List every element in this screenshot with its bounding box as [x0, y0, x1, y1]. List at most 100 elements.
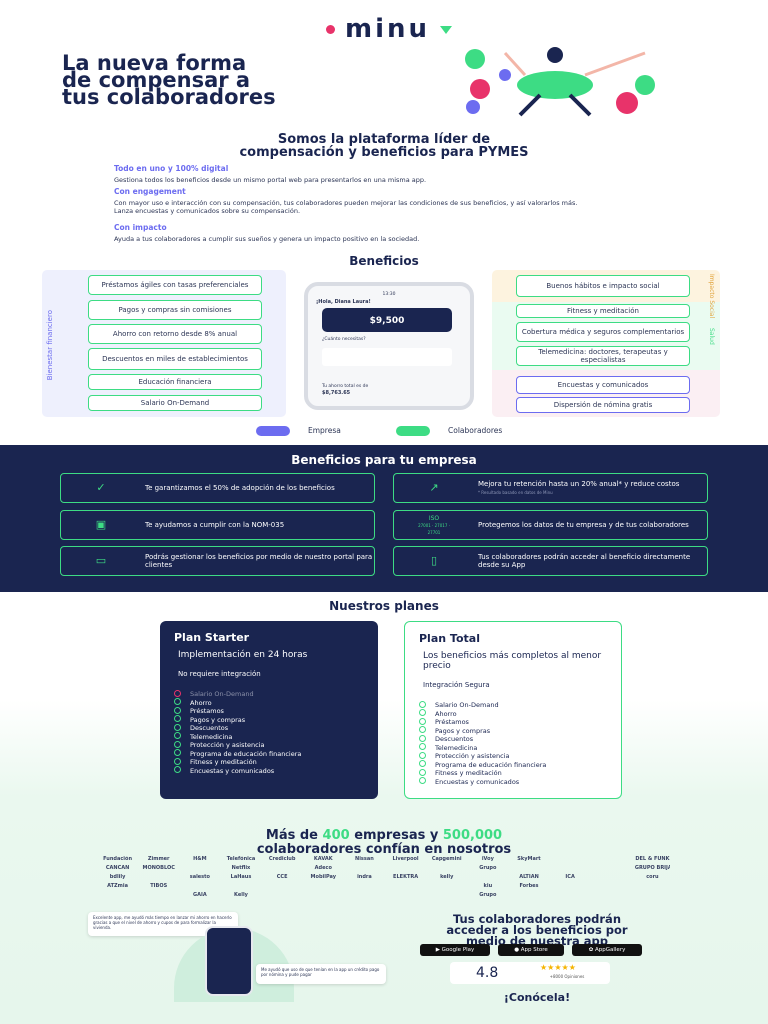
- review-card-2: Me ayudó que uso de que tenían en la app…: [256, 964, 386, 984]
- client-logo: CANCAN: [105, 865, 130, 871]
- plan-item: Préstamos: [174, 706, 364, 716]
- logo-dot-icon: [325, 25, 335, 34]
- client-logo: MobilPay: [310, 874, 336, 880]
- stars-icon: ★★★★★: [540, 963, 576, 972]
- plan-starter-name: Plan Starter: [174, 631, 250, 644]
- cart-icon: [616, 92, 638, 114]
- client-logo: iVoy: [481, 856, 494, 862]
- hero-title: La nueva forma de compensar a tus colabo…: [62, 51, 276, 109]
- client-logo: Netflix: [231, 865, 251, 871]
- app-phone: [205, 926, 253, 996]
- client-logo: [306, 892, 341, 898]
- phone-greeting: ¡Hola, Diana Laura!: [316, 299, 371, 305]
- check-icon: [419, 751, 426, 759]
- benefits-right-panel: Impacto Social Salud Buenos hábitos e im…: [492, 270, 720, 417]
- client-logo: ICA: [565, 874, 575, 880]
- plan-total-note: Integración Segura: [423, 681, 490, 689]
- check-icon: [419, 709, 426, 716]
- check-icon: [174, 715, 181, 722]
- client-logo: GRUPO BRIJAS: [634, 865, 670, 871]
- legend-colaboradores-swatch: [396, 426, 430, 436]
- client-logo: LaHaus: [230, 874, 252, 880]
- check-icon: [419, 726, 426, 733]
- plan-item: Telemedicina: [419, 743, 607, 753]
- client-logo: [553, 883, 588, 889]
- plan-item: Ahorro: [174, 698, 364, 708]
- client-logo: [141, 892, 176, 898]
- plan-total-name: Plan Total: [419, 632, 480, 645]
- company-benefit-app: ▯Tus colaboradores podrán acceder al ben…: [393, 546, 708, 576]
- phone-question: ¿Cuánto necesitas?: [322, 337, 366, 342]
- client-logo: [347, 865, 382, 871]
- benefit-payroll: Dispersión de nómina gratis: [516, 397, 690, 413]
- company-benefits-title: Beneficios para tu empresa: [291, 453, 477, 467]
- trust-title: Más de 400 empresas y 500,000 colaborado…: [256, 828, 512, 857]
- plan-item: Pagos y compras: [174, 715, 364, 725]
- check-icon: [419, 743, 426, 750]
- plan-item: Préstamos: [419, 717, 607, 727]
- client-logo: KAVAK: [313, 856, 333, 862]
- client-logo: Liverpool: [392, 856, 419, 862]
- phone-amount-card[interactable]: $9,500: [322, 308, 452, 332]
- check-icon: [174, 732, 181, 739]
- client-logo: [635, 892, 670, 898]
- feature-impact: Con impacto Ayuda a tus colaboradores a …: [114, 223, 420, 244]
- client-logo: Forbes: [519, 883, 539, 889]
- client-logo: [223, 883, 258, 889]
- check-icon: [419, 700, 426, 708]
- health-label: Salud: [708, 328, 715, 345]
- client-logo: ALTIAN: [519, 874, 539, 880]
- check-icon: [419, 760, 426, 767]
- client-logo: [388, 865, 423, 871]
- feature-digital: Todo en uno y 100% digital Gestiona todo…: [114, 164, 427, 185]
- google-play-button[interactable]: ▶ Google Play: [420, 944, 490, 956]
- client-logo: [388, 892, 423, 898]
- client-logo: [182, 883, 217, 889]
- benefit-loans: Préstamos ágiles con tasas preferenciale…: [88, 275, 262, 295]
- social-impact-label: Impacto Social: [708, 274, 715, 319]
- rating-box: 4.8 ★★★★★ +8000 Opiniones: [450, 962, 610, 984]
- plan-item: Protección y asistencia: [419, 751, 607, 761]
- client-logo: [265, 892, 300, 898]
- client-logo: ELEKTRA: [393, 874, 419, 880]
- client-logo: [347, 883, 382, 889]
- client-logo: [429, 892, 464, 898]
- client-logo: coru: [646, 874, 659, 880]
- client-logo: [388, 883, 423, 889]
- plan-item: Descuentos: [174, 723, 364, 733]
- client-logo: [347, 892, 382, 898]
- logo[interactable]: minu: [0, 14, 768, 44]
- plan-item: Ahorro: [419, 709, 607, 719]
- check-shield-icon: ✓: [96, 481, 106, 494]
- client-logo: kelly: [440, 874, 454, 880]
- client-logo: Kelly: [234, 892, 248, 898]
- client-logo: SkyMart: [517, 856, 541, 862]
- plan-starter-card[interactable]: Plan Starter Implementación en 24 horas …: [160, 621, 378, 799]
- client-logo: Adeco: [314, 865, 332, 871]
- phone-balance-label: Tu ahorro total es de: [322, 384, 369, 389]
- client-logo: Grupo: [479, 865, 497, 871]
- check-icon: [174, 706, 181, 714]
- client-logo: [470, 874, 505, 880]
- plan-item: Programa de educación financiera: [419, 760, 607, 770]
- app-title: Tus colaboradores podrán acceder a los b…: [446, 912, 628, 948]
- plan-total-card[interactable]: Plan Total Los beneficios más completos …: [404, 621, 622, 799]
- plan-total-desc: Los beneficios más completos al menor pr…: [423, 651, 602, 671]
- client-logo: [511, 892, 546, 898]
- smile-icon: [635, 75, 655, 95]
- phone-balance: $8,763.65: [322, 390, 351, 396]
- company-benefits-section: Beneficios para tu empresa ✓Te garantiza…: [0, 445, 768, 592]
- app-gallery-button[interactable]: ✿ AppGallery: [572, 944, 642, 956]
- client-logo: [429, 865, 464, 871]
- app-store-button[interactable]: ● App Store: [498, 944, 564, 956]
- client-logo: DEL & FUNK: [635, 856, 670, 862]
- client-logo: ATZmia: [107, 883, 128, 889]
- client-logo: [306, 883, 341, 889]
- hero-illustration: [465, 47, 655, 117]
- check-icon: [174, 698, 181, 705]
- plan-item: Fitness y meditación: [174, 757, 364, 767]
- benefits-title: Beneficios: [349, 254, 419, 268]
- plan-item: Programa de educación financiera: [174, 749, 364, 759]
- cta-text[interactable]: ¡Conócela!: [503, 991, 571, 1004]
